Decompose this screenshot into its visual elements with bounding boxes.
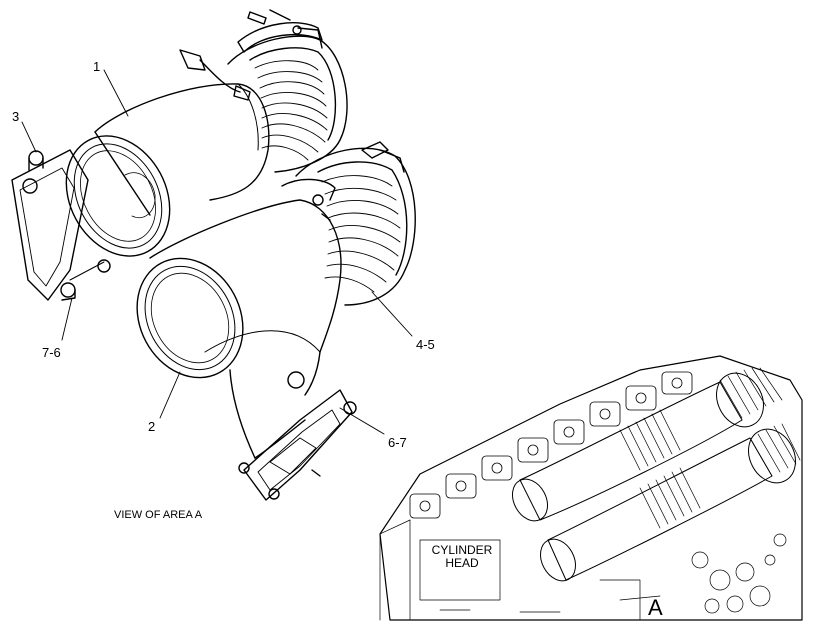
lower-exhaust-elbow (136, 199, 342, 459)
lower-bellows-assembly (281, 141, 416, 306)
upper-tube-flange (65, 135, 171, 257)
cylinder-head-label: CYLINDER HEAD (428, 544, 496, 569)
cylinder-head-line2: HEAD (445, 555, 479, 570)
upper-mounting-bracket (11, 149, 111, 301)
lower-mounting-flange (238, 371, 357, 501)
area-letter: A (648, 595, 663, 620)
lower-tube-flange (136, 257, 244, 379)
stud-top-1 (247, 11, 267, 25)
callout-2: 2 (148, 419, 156, 434)
inset-exhaust-tubes (511, 367, 801, 582)
cylinder-head-line1: CYLINDER (431, 543, 493, 557)
callout-4-5: 4-5 (416, 337, 435, 352)
callout-leaders (21, 69, 413, 435)
stud-top-2 (269, 9, 291, 21)
callout-3: 3 (12, 109, 20, 124)
upper-bellows-ribs (254, 60, 328, 161)
upper-bellows-assembly (179, 9, 348, 173)
callout-1: 1 (93, 59, 101, 74)
upper-exhaust-tube (65, 83, 270, 257)
callout-6-7: 6-7 (388, 435, 407, 450)
engine-inset-view (379, 355, 803, 621)
view-caption: VIEW OF AREA A (114, 509, 203, 521)
callout-7-6: 7-6 (42, 345, 61, 360)
bolt-3 (28, 150, 44, 166)
lower-bellows-ribs (321, 175, 401, 293)
